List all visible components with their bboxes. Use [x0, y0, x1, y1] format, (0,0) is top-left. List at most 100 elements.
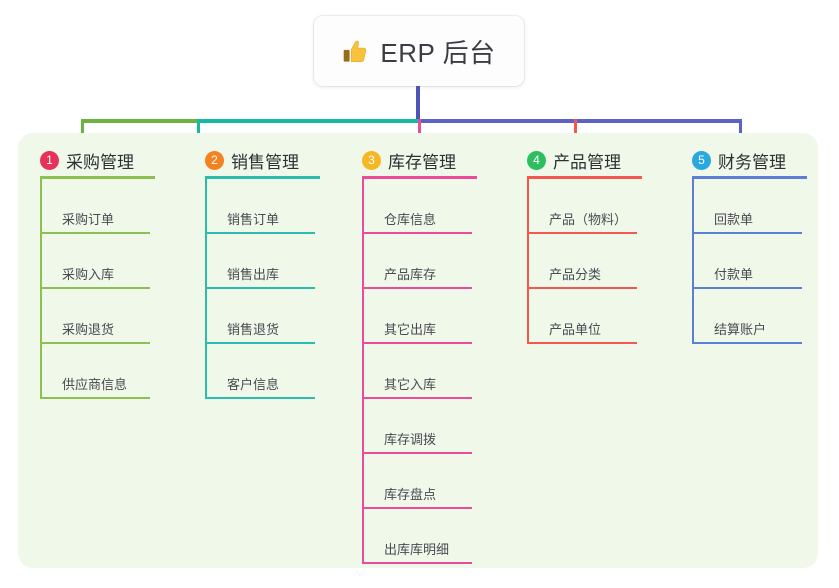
- content-panel: [18, 133, 818, 568]
- list-item-rule: [362, 507, 472, 509]
- list-item-rule: [527, 287, 637, 289]
- list-item-label: 其它出库: [384, 322, 437, 337]
- list-item[interactable]: 供应商信息: [40, 367, 150, 399]
- list-item-rule: [40, 287, 150, 289]
- column-header-rule: [527, 176, 642, 179]
- list-item[interactable]: 其它出库: [362, 312, 472, 344]
- list-item-rule: [205, 287, 315, 289]
- list-item-label: 回款单: [714, 212, 754, 227]
- list-item[interactable]: 采购入库: [40, 257, 150, 289]
- list-item[interactable]: 采购退货: [40, 312, 150, 344]
- column-title: 库存管理: [388, 153, 456, 172]
- root-title: ERP 后台: [380, 37, 496, 68]
- list-item[interactable]: 产品（物料）: [527, 202, 637, 234]
- column-spine: [205, 179, 207, 399]
- column-4: 4 产品管理产品（物料） 产品分类产品单位: [527, 0, 677, 420]
- list-item[interactable]: 其它入库: [362, 367, 472, 399]
- list-item-rule: [692, 232, 802, 234]
- list-item-rule: [692, 342, 802, 344]
- column-5: 5 财务管理回款单付款单结算账户: [692, 0, 839, 420]
- column-number-badge: 2: [205, 151, 224, 170]
- segment-blue: [418, 119, 739, 123]
- column-number-badge: 5: [692, 151, 711, 170]
- list-item-rule: [205, 342, 315, 344]
- list-item-label: 销售出库: [227, 267, 280, 282]
- column-header-5[interactable]: 5 财务管理: [692, 148, 786, 173]
- thumbs-up-icon: [344, 40, 367, 62]
- segment-green: [81, 119, 197, 123]
- list-item-rule: [362, 287, 472, 289]
- list-item-label: 其它入库: [384, 377, 437, 392]
- root-trunk-connector: [416, 86, 420, 123]
- column-spine: [362, 179, 364, 564]
- column-title: 产品管理: [553, 153, 621, 172]
- list-item[interactable]: 出库库明细: [362, 532, 472, 564]
- root-node[interactable]: ERP 后台: [314, 16, 524, 86]
- list-item-rule: [527, 232, 637, 234]
- list-item[interactable]: 采购订单: [40, 202, 150, 234]
- list-item-label: 产品分类: [549, 267, 602, 282]
- list-item[interactable]: 结算账户: [692, 312, 802, 344]
- column-title: 财务管理: [718, 153, 786, 172]
- column-number-badge: 4: [527, 151, 546, 170]
- column-spine: [527, 179, 529, 344]
- list-item-rule: [362, 562, 472, 564]
- root-node-content: ERP 后台: [342, 33, 495, 70]
- list-item-label: 产品库存: [384, 267, 437, 282]
- list-item-label: 产品（物料）: [549, 212, 628, 227]
- list-item-label: 供应商信息: [62, 377, 128, 392]
- list-item[interactable]: 销售退货: [205, 312, 315, 344]
- column-spine: [692, 179, 694, 344]
- list-item-label: 仓库信息: [384, 212, 437, 227]
- list-item[interactable]: 付款单: [692, 257, 802, 289]
- list-item[interactable]: 产品单位: [527, 312, 637, 344]
- column-header-1[interactable]: 1 采购管理: [40, 148, 134, 173]
- list-item[interactable]: 产品库存: [362, 257, 472, 289]
- list-item-label: 出库库明细: [384, 542, 450, 557]
- list-item-label: 产品单位: [549, 322, 602, 337]
- list-item[interactable]: 产品分类: [527, 257, 637, 289]
- list-item-rule: [40, 397, 150, 399]
- column-number-badge: 1: [40, 151, 59, 170]
- list-item-rule: [527, 342, 637, 344]
- column-number-badge: 3: [362, 151, 381, 170]
- list-item-rule: [362, 452, 472, 454]
- column-2: 2 销售管理销售订单销售出库销售退货客户信息: [205, 0, 355, 420]
- list-item[interactable]: 仓库信息: [362, 202, 472, 234]
- list-item-label: 客户信息: [227, 377, 280, 392]
- list-item[interactable]: 销售出库: [205, 257, 315, 289]
- list-item-rule: [205, 232, 315, 234]
- column-title: 销售管理: [231, 153, 299, 172]
- column-header-rule: [692, 176, 807, 179]
- list-item[interactable]: 回款单: [692, 202, 802, 234]
- list-item[interactable]: 客户信息: [205, 367, 315, 399]
- column-header-rule: [205, 176, 320, 179]
- list-item-label: 付款单: [714, 267, 754, 282]
- column-spine: [40, 179, 42, 399]
- column-title: 采购管理: [66, 153, 134, 172]
- list-item-label: 采购订单: [62, 212, 115, 227]
- column-header-2[interactable]: 2 销售管理: [205, 148, 299, 173]
- column-1: 1 采购管理采购订单采购入库采购退货供应商信息: [40, 0, 190, 420]
- column-header-rule: [40, 176, 155, 179]
- list-item[interactable]: 库存盘点: [362, 477, 472, 509]
- column-header-3[interactable]: 3 库存管理: [362, 148, 456, 173]
- list-item-rule: [205, 397, 315, 399]
- column-header-rule: [362, 176, 477, 179]
- list-item-label: 采购退货: [62, 322, 115, 337]
- list-item-rule: [362, 397, 472, 399]
- list-item-label: 销售退货: [227, 322, 280, 337]
- list-item-rule: [692, 287, 802, 289]
- list-item-rule: [362, 342, 472, 344]
- list-item-label: 库存盘点: [384, 487, 437, 502]
- list-item-label: 库存调拨: [384, 432, 437, 447]
- list-item[interactable]: 销售订单: [205, 202, 315, 234]
- list-item-rule: [40, 342, 150, 344]
- column-header-4[interactable]: 4 产品管理: [527, 148, 621, 173]
- column-3: 3 库存管理仓库信息产品库存其它出库其它入库库存调拨库存盘点出库库明细: [362, 0, 512, 564]
- list-item-rule: [362, 232, 472, 234]
- list-item[interactable]: 库存调拨: [362, 422, 472, 454]
- segment-teal: [197, 119, 418, 123]
- list-item-label: 销售订单: [227, 212, 280, 227]
